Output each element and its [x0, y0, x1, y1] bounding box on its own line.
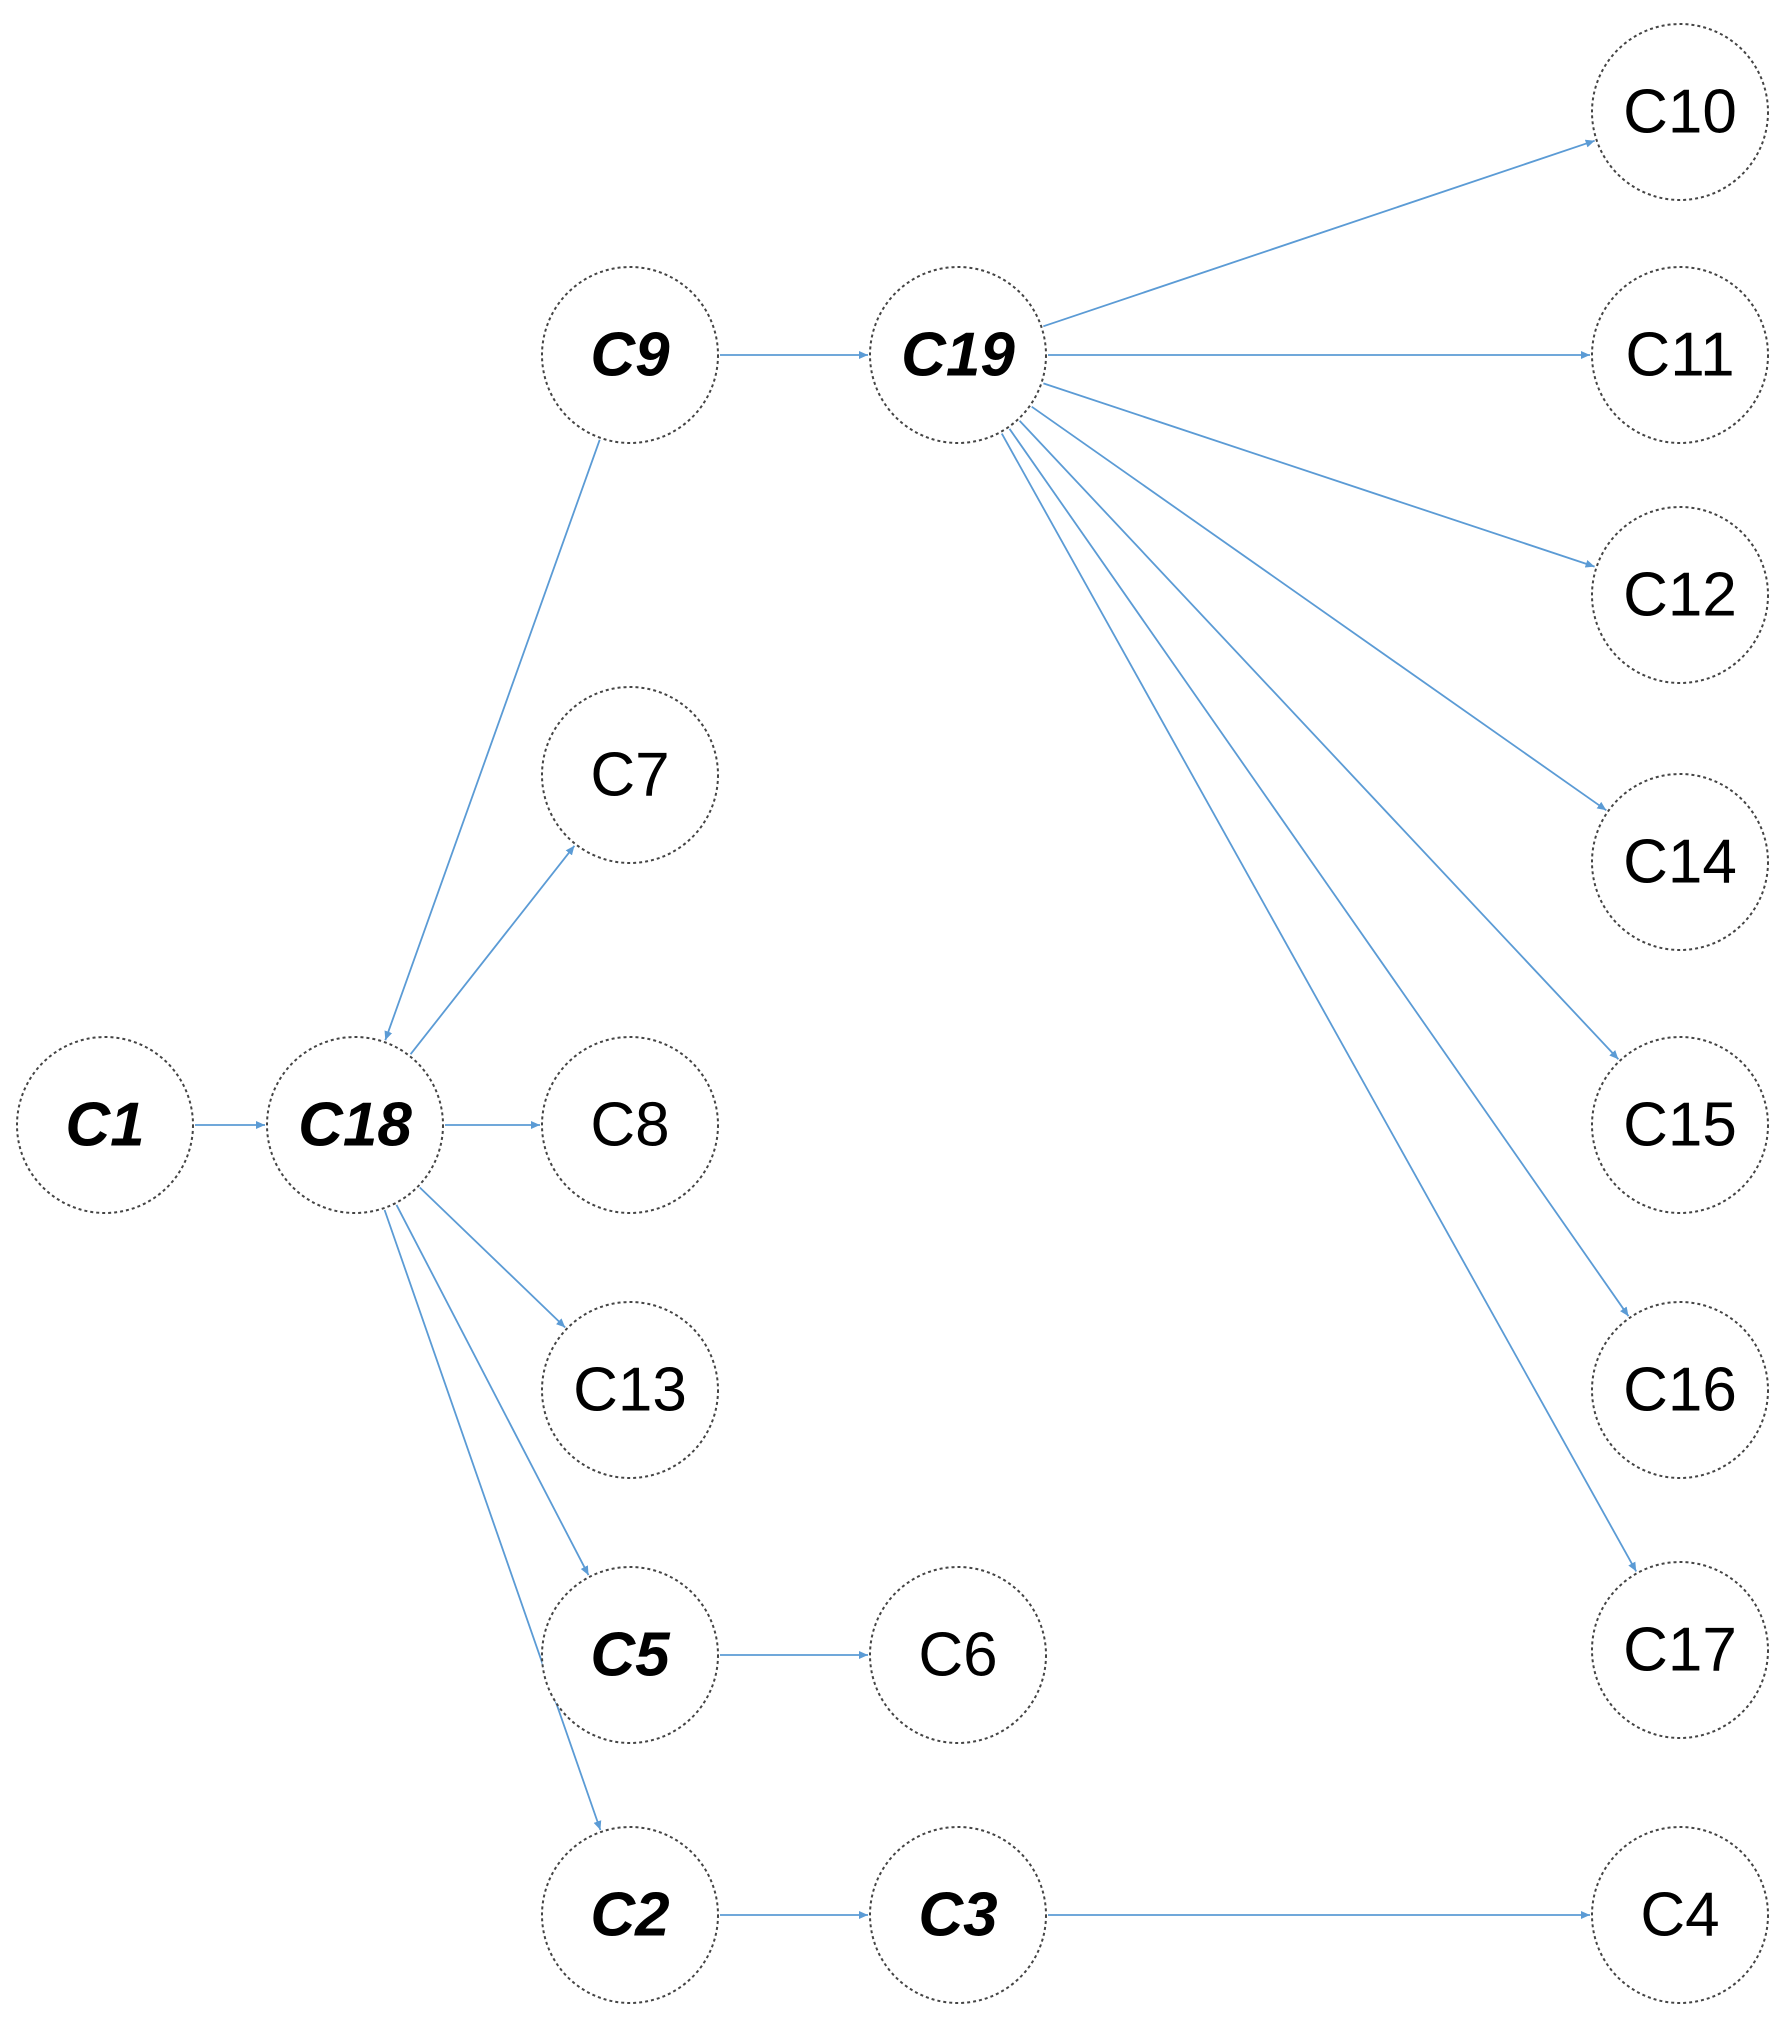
edge-c19-to-c14: [1031, 405, 1607, 812]
node-label: C4: [1640, 1881, 1719, 1950]
edge-c19-to-c16: [1008, 428, 1630, 1317]
node-c17: C17: [1591, 1561, 1769, 1739]
node-c6: C6: [869, 1566, 1047, 1744]
node-label: C5: [590, 1621, 671, 1690]
edge-c19-to-c15: [1018, 420, 1620, 1060]
edge-c18-to-c7: [409, 845, 576, 1055]
node-c11: C11: [1591, 266, 1769, 444]
node-label: C16: [1623, 1356, 1737, 1425]
node-c13: C13: [541, 1301, 719, 1479]
edge-c18-to-c13: [419, 1186, 566, 1329]
node-circle: [266, 1036, 444, 1214]
edge-c18-to-c2: [383, 1209, 602, 1831]
node-c4: C4: [1591, 1826, 1769, 2004]
node-c12: C12: [1591, 506, 1769, 684]
node-c18: C18: [266, 1036, 444, 1214]
node-circle: [541, 266, 719, 444]
node-c16: C16: [1591, 1301, 1769, 1479]
node-circle: [1591, 1826, 1769, 2004]
node-circle: [541, 1826, 719, 2004]
edge-c18-to-c5: [395, 1204, 590, 1576]
node-c1: C1: [16, 1036, 194, 1214]
edge-c19-to-c17: [1001, 433, 1637, 1572]
node-c2: C2: [541, 1826, 719, 2004]
node-c19: C19: [869, 266, 1047, 444]
node-circle: [1591, 506, 1769, 684]
node-c5: C5: [541, 1566, 719, 1744]
node-label: C6: [918, 1621, 997, 1690]
node-circle: [541, 1566, 719, 1744]
node-circle: [541, 1301, 719, 1479]
node-label: C17: [1623, 1616, 1737, 1685]
node-label: C10: [1623, 78, 1737, 147]
edges-layer: [195, 139, 1637, 1919]
node-label: C12: [1623, 561, 1737, 630]
node-label: C18: [298, 1091, 412, 1160]
node-label: C3: [918, 1881, 997, 1950]
node-label: C19: [901, 321, 1015, 390]
node-circle: [1591, 773, 1769, 951]
node-c14: C14: [1591, 773, 1769, 951]
node-label: C15: [1623, 1091, 1737, 1160]
node-label: C13: [573, 1356, 687, 1425]
node-label: C11: [1625, 321, 1734, 390]
node-label: C2: [590, 1881, 669, 1950]
node-circle: [541, 1036, 719, 1214]
node-c15: C15: [1591, 1036, 1769, 1214]
node-label: C14: [1623, 828, 1737, 897]
node-label: C7: [590, 741, 669, 810]
node-circle: [1591, 1036, 1769, 1214]
node-c10: C10: [1591, 23, 1769, 201]
edge-c9-to-c18: [384, 439, 601, 1041]
node-circle: [1591, 23, 1769, 201]
node-circle: [1591, 1301, 1769, 1479]
node-c8: C8: [541, 1036, 719, 1214]
node-label: C8: [590, 1091, 669, 1160]
node-circle: [1591, 1561, 1769, 1739]
node-circle: [1591, 266, 1769, 444]
node-c3: C3: [869, 1826, 1047, 2004]
node-circle: [541, 686, 719, 864]
edge-c19-to-c10: [1043, 139, 1595, 328]
node-circle: [869, 1826, 1047, 2004]
node-circle: [16, 1036, 194, 1214]
edge-c19-to-c12: [1043, 382, 1595, 568]
node-circle: [869, 266, 1047, 444]
node-c9: C9: [541, 266, 719, 444]
node-c7: C7: [541, 686, 719, 864]
node-label: C9: [590, 321, 670, 390]
node-label: C1: [65, 1091, 144, 1160]
node-circle: [869, 1566, 1047, 1744]
